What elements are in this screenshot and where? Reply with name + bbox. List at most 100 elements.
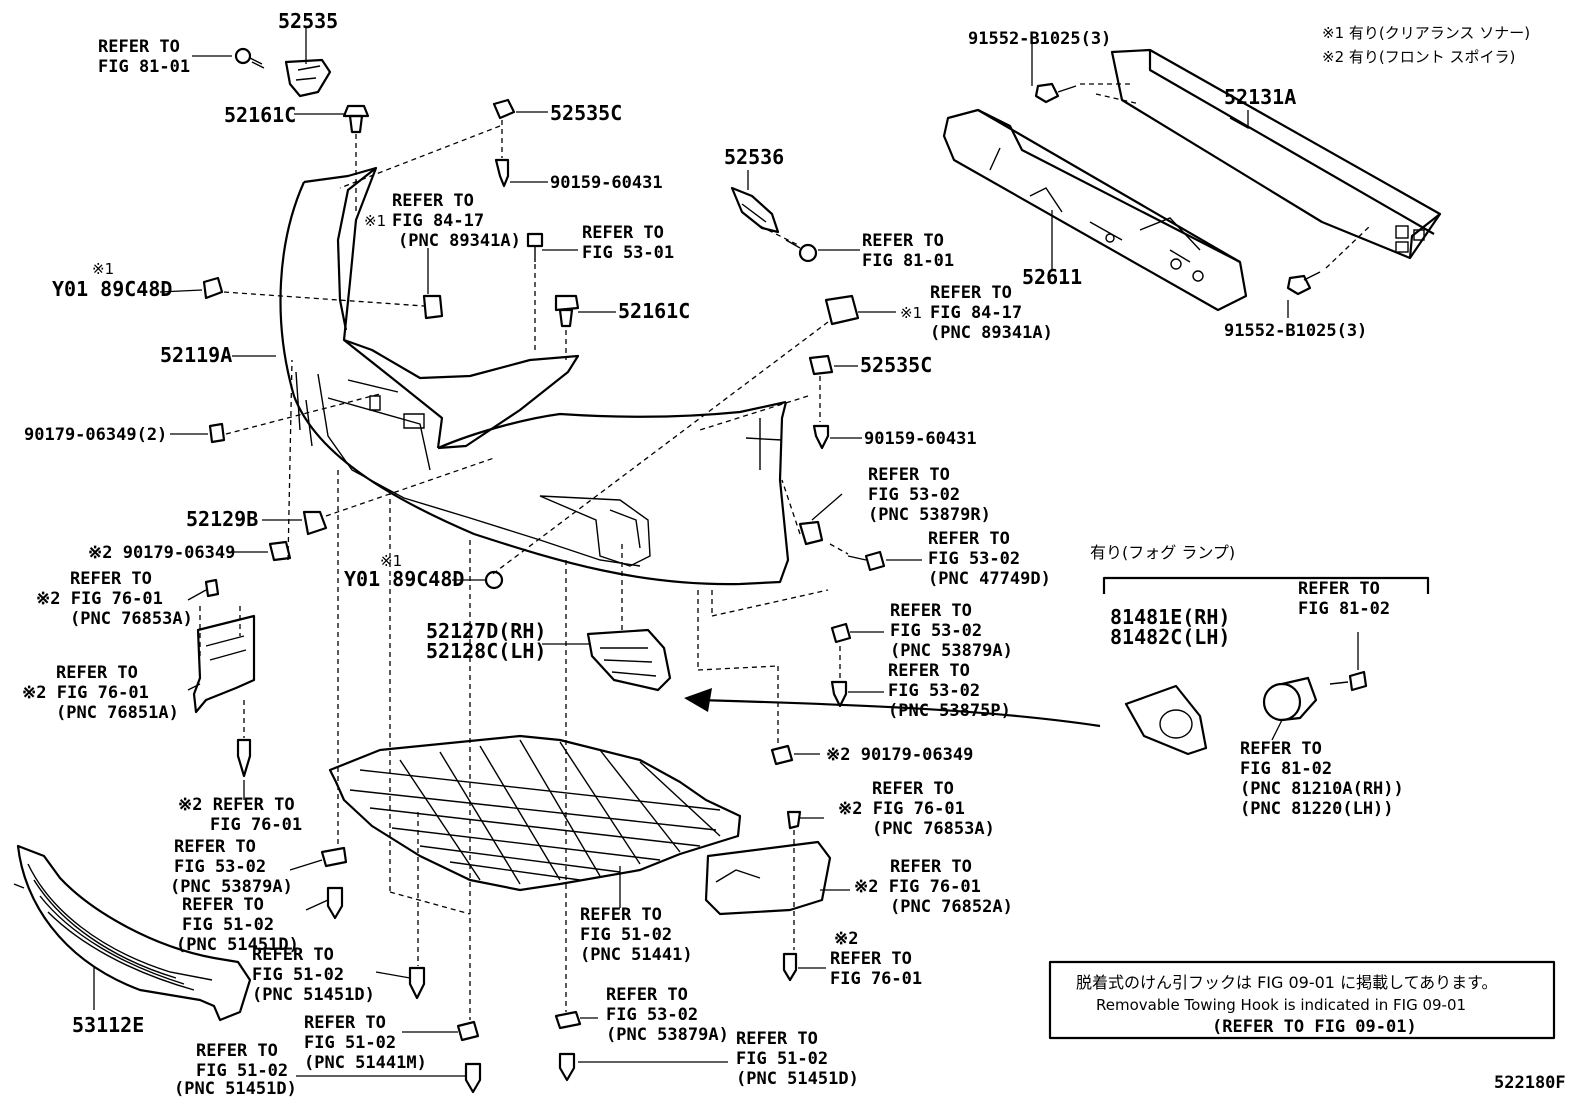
label-ref51441-3: (PNC 51441) [580,945,693,965]
label-ref53879a-r-3: (PNC 53879A) [890,641,1013,661]
leader-lines [93,28,1289,1077]
arrow-head [684,688,712,712]
label-52161c-b: 52161C [618,299,690,323]
label-52536: 52536 [724,145,784,169]
label-ref76853a-r-3: (PNC 76853A) [872,819,995,839]
sensor-holder-center-drawing [422,248,444,320]
label-ref47749d-2: FIG 53-02 [928,549,1020,569]
label-ref8417-a-mark: ※1 [364,212,386,230]
label-52535c-b: 52535C [860,353,932,377]
figure-code: 522180F [1494,1073,1566,1093]
label-ref53879a-c-2: FIG 53-02 [606,1005,698,1025]
label-91552-b: 91552-B1025(3) [1224,321,1367,341]
label-81481e: 81481E(RH) [1110,605,1230,629]
towing-en: Removable Towing Hook is indicated in FI… [1096,996,1466,1014]
label-81482c: 81482C(LH) [1110,625,1230,649]
label-ref5301-2: FIG 53-01 [582,243,674,263]
label-ref53879r-3: (PNC 53879R) [868,505,991,525]
clip-53879r-drawing [781,479,886,572]
label-ref51451d-c-2: FIG 51-02 [736,1049,828,1069]
label-90159-b: 90159-60431 [864,429,977,449]
label-ref51441-2: FIG 51-02 [580,925,672,945]
label-ref51451d-b-2: FIG 51-02 [252,965,344,985]
label-ref7601-b-1: ※2 [834,929,858,949]
fog-cover-81481e-drawing [1124,684,1208,756]
label-ref8417-b-mark: ※1 [900,304,922,322]
towing-jp: 脱着式のけん引フックは FIG 09-01 に掲載してあります。 [1076,973,1498,992]
engine-under-cover-drawing [328,734,742,892]
reinforcement-52131a-drawing [1110,48,1442,260]
sensor-y01-left-drawing [202,276,425,307]
label-52128c: 52128C(LH) [426,639,546,663]
fog-group-bracket [1102,576,1430,594]
absorber-52611-drawing [942,108,1248,312]
fog-group-label: 有り(フォグ ランプ) [1090,543,1235,562]
bolt-91552-bottom-drawing [1286,225,1371,296]
label-ref51451d-a-1: REFER TO [182,895,264,915]
label-ref53879a-c-1: REFER TO [606,985,688,1005]
label-ref76852a-3: (PNC 76852A) [890,897,1013,917]
label-ref51451d-c-1: REFER TO [736,1029,818,1049]
label-ref76853a-r-1: REFER TO [872,779,954,799]
label-ref8102-a-1: REFER TO [1298,579,1380,599]
label-52119a: 52119A [160,343,232,367]
label-ref53879a-r-2: FIG 53-02 [890,621,982,641]
label-ref53879a-l-3: (PNC 53879A) [170,877,293,897]
label-52161c-a: 52161C [224,103,296,127]
label-y01-a: Y01 89C48D [52,277,172,301]
label-ref8102-a-2: FIG 81-02 [1298,599,1390,619]
towing-ref: (REFER TO FIG 09-01) [1212,1017,1417,1037]
label-ref53879a-l-2: FIG 53-02 [174,857,266,877]
label-ref76851a-3: (PNC 76851A) [56,703,179,723]
label-90179-b: ※2 90179-06349 [88,543,235,563]
label-ref8102-b-4: (PNC 81220(LH)) [1240,799,1394,819]
label-ref51441m-1: REFER TO [304,1013,386,1033]
towing-box-frame [1048,960,1556,1040]
label-ref53875p-3: (PNC 53875P) [888,701,1011,721]
spoiler-right-drawing [704,840,832,916]
label-ref53879r-1: REFER TO [868,465,950,485]
clip-53879a-right-drawing [711,589,852,708]
clip-52535c-right-drawing [699,354,834,450]
label-ref7601-a-2: FIG 76-01 [210,815,302,835]
label-ref76852a-2: ※2 FIG 76-01 [854,877,981,897]
label-ref47749d-1: REFER TO [928,529,1010,549]
bracket-52535-drawing [234,47,332,98]
bumper-cover-52119a-drawing [279,166,790,586]
under-cover-fasteners [320,470,802,1094]
label-ref7601-a-1: ※2 REFER TO [178,795,295,815]
label-ref8101-a-2: FIG 81-01 [98,57,190,77]
bezel-52127d-drawing [586,540,672,692]
label-ref8417-a-3: (PNC 89341A) [398,231,521,251]
label-ref51451d-a-2: FIG 51-02 [182,915,274,935]
label-ref8417-b-1: REFER TO [930,283,1012,303]
label-53112e: 53112E [72,1013,144,1037]
nut-90179-left-drawing [208,393,381,444]
label-ref51451d-d-1: REFER TO [196,1041,278,1061]
label-ref53879a-r-1: REFER TO [890,601,972,621]
sensor-holder-right-drawing [489,294,860,577]
arrow-line [699,698,1101,728]
leader-52535c-dash [339,125,501,189]
label-ref7601-b-3: FIG 76-01 [830,969,922,989]
sensor-y01-lower-drawing [484,570,504,590]
label-52131a: 52131A [1224,85,1296,109]
label-ref76851a-2: ※2 FIG 76-01 [22,683,149,703]
label-ref8101-b-1: REFER TO [862,231,944,251]
label-ref8417-b-2: FIG 84-17 [930,303,1022,323]
label-ref53875p-1: REFER TO [888,661,970,681]
label-ref51451d-a-3: (PNC 51451D) [176,935,299,955]
label-ref8102-b-3: (PNC 81210A(RH)) [1240,779,1404,799]
note-line-1: ※1 有り(クリアランス ソナー) [1322,24,1530,42]
label-52611: 52611 [1022,265,1082,289]
label-ref8417-a-1: REFER TO [392,191,474,211]
label-ref76853a-l-3: (PNC 76853A) [70,609,193,629]
label-ref51441m-2: FIG 51-02 [304,1033,396,1053]
label-52127d: 52127D(RH) [426,619,546,643]
label-ref51451d-c-3: (PNC 51451D) [736,1069,859,1089]
label-ref51451d-d-2: FIG 51-02 [196,1061,288,1081]
label-90159-a: 90159-60431 [550,173,663,193]
label-y01-a-mark: ※1 [92,260,114,278]
